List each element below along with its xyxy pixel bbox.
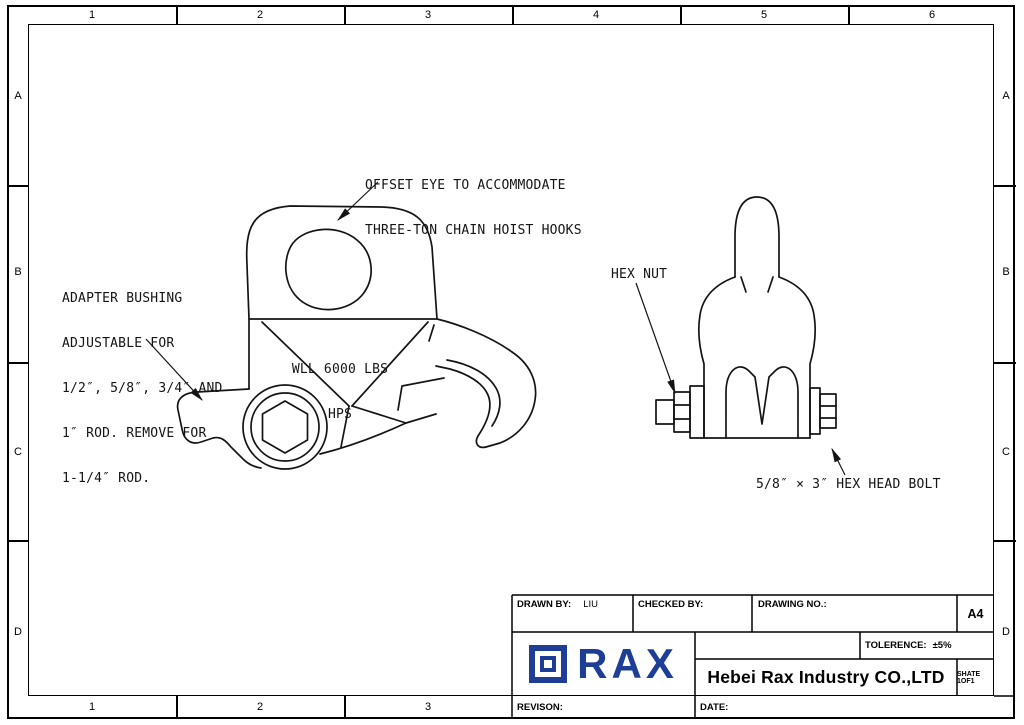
grid-divider	[994, 185, 1016, 187]
leader-adapter-bushing	[145, 338, 203, 401]
rax-logo-icon-inner	[540, 656, 557, 672]
annotation-adapter-line3: 1/2″, 5/8″, 3/4″ AND	[62, 381, 223, 396]
annotation-adapter-line5: 1-1/4″ ROD.	[62, 471, 151, 486]
annotation-hex-nut: HEX NUT	[611, 267, 668, 282]
company-name: Hebei Rax Industry CO.,LTD	[707, 667, 945, 687]
annotation-offset-eye-line1: OFFSET EYE TO ACCOMMODATE	[365, 178, 566, 193]
offset-eye-plate	[245, 205, 438, 320]
grid-ref-left-b: B	[14, 266, 22, 278]
drawn-by-value: LIU	[583, 599, 598, 610]
grid-ref-left-c: C	[14, 446, 22, 458]
grid-ref-bottom-2: 2	[256, 701, 264, 713]
beam-clamp-front-view	[655, 196, 837, 439]
drawing-no-label: DRAWING NO.:	[758, 599, 827, 610]
tolerance-value: ±5%	[932, 640, 952, 651]
annotation-offset-eye-line2: THREE-TON CHAIN HOIST HOOKS	[365, 223, 582, 238]
grid-ref-top-3: 3	[424, 9, 432, 21]
grid-divider	[512, 5, 514, 24]
tolerance-cell: TOLERENCE: ±5%	[865, 632, 952, 659]
grid-divider	[7, 362, 28, 364]
sheet-inner-border	[28, 24, 994, 696]
leader-lines	[145, 181, 846, 476]
annotation-adapter-line2: ADJUSTABLE FOR	[62, 336, 175, 351]
leader-hex-bolt	[831, 447, 846, 476]
lifting-eye	[734, 196, 780, 278]
hook-jaw-inner	[446, 359, 501, 427]
offset-eye-hole	[284, 228, 372, 311]
hex-nut-shape	[655, 399, 675, 425]
adapter-bushing-outer	[242, 384, 328, 470]
grid-divider	[848, 5, 850, 24]
annotation-wll-line1: WLL 6000 LBS	[291, 362, 389, 377]
tolerance-label: TOLERENCE:	[865, 640, 927, 651]
grid-divider	[344, 5, 346, 24]
grid-divider	[344, 696, 346, 719]
annotation-wll-line2: HPS	[327, 407, 353, 422]
adapter-bushing-hex	[261, 400, 309, 454]
rax-logo: RAX	[512, 632, 695, 696]
grid-ref-right-a: A	[1002, 90, 1010, 102]
rax-logo-text: RAX	[577, 640, 678, 687]
revision-label: REVISON:	[517, 702, 563, 713]
hex-bolt-head-shape	[819, 393, 837, 429]
annotation-adapter-line1: ADAPTER BUSHING	[62, 291, 183, 306]
annotation-hex-bolt: 5/8″ × 3″ HEX HEAD BOLT	[756, 477, 941, 492]
grid-divider	[7, 185, 28, 187]
grid-ref-right-b: B	[1002, 266, 1010, 278]
leader-offset-eye	[337, 181, 379, 221]
grid-divider	[176, 5, 178, 24]
grid-divider	[994, 362, 1016, 364]
grid-divider	[994, 540, 1016, 542]
beam-clamp-side-view	[176, 205, 537, 470]
paper-size: A4	[967, 606, 984, 621]
checked-by-label: CHECKED BY:	[638, 599, 704, 610]
grid-ref-bottom-1: 1	[88, 701, 96, 713]
grid-ref-bottom-3: 3	[424, 701, 432, 713]
leader-hex-nut	[635, 282, 676, 395]
annotation-adapter-line4: 1″ ROD. REMOVE FOR	[62, 426, 207, 441]
annotation-adapter-bushing: ADAPTER BUSHING ADJUSTABLE FOR 1/2″, 5/8…	[62, 261, 223, 516]
title-block-lines	[511, 594, 1014, 719]
adapter-arm	[176, 388, 262, 469]
annotation-wll: WLL 6000 LBS HPS	[283, 332, 397, 452]
grid-divider	[680, 5, 682, 24]
date-label: DATE:	[700, 702, 729, 713]
hook-jaw-outer	[435, 351, 537, 449]
clevis-v-slot	[725, 366, 799, 439]
grid-ref-top-2: 2	[256, 9, 264, 21]
annotation-offset-eye: OFFSET EYE TO ACCOMMODATE THREE-TON CHAI…	[365, 148, 582, 268]
grid-ref-top-6: 6	[928, 9, 936, 21]
grid-ref-right-c: C	[1002, 446, 1010, 458]
sheet-label: SHATE 1OF1	[957, 670, 981, 685]
grid-divider	[176, 696, 178, 719]
rax-logo-icon	[529, 645, 568, 683]
grid-ref-top-5: 5	[760, 9, 768, 21]
grid-ref-top-1: 1	[88, 9, 96, 21]
grid-ref-left-d: D	[14, 626, 22, 638]
drawn-by-cell: DRAWN BY: LIU	[517, 599, 598, 610]
grid-ref-right-d: D	[1002, 626, 1010, 638]
grid-divider	[7, 540, 28, 542]
adapter-bushing-inner	[250, 392, 320, 462]
drawn-by-label: DRAWN BY:	[517, 599, 572, 610]
grid-ref-left-a: A	[14, 90, 22, 102]
grid-ref-top-4: 4	[592, 9, 600, 21]
